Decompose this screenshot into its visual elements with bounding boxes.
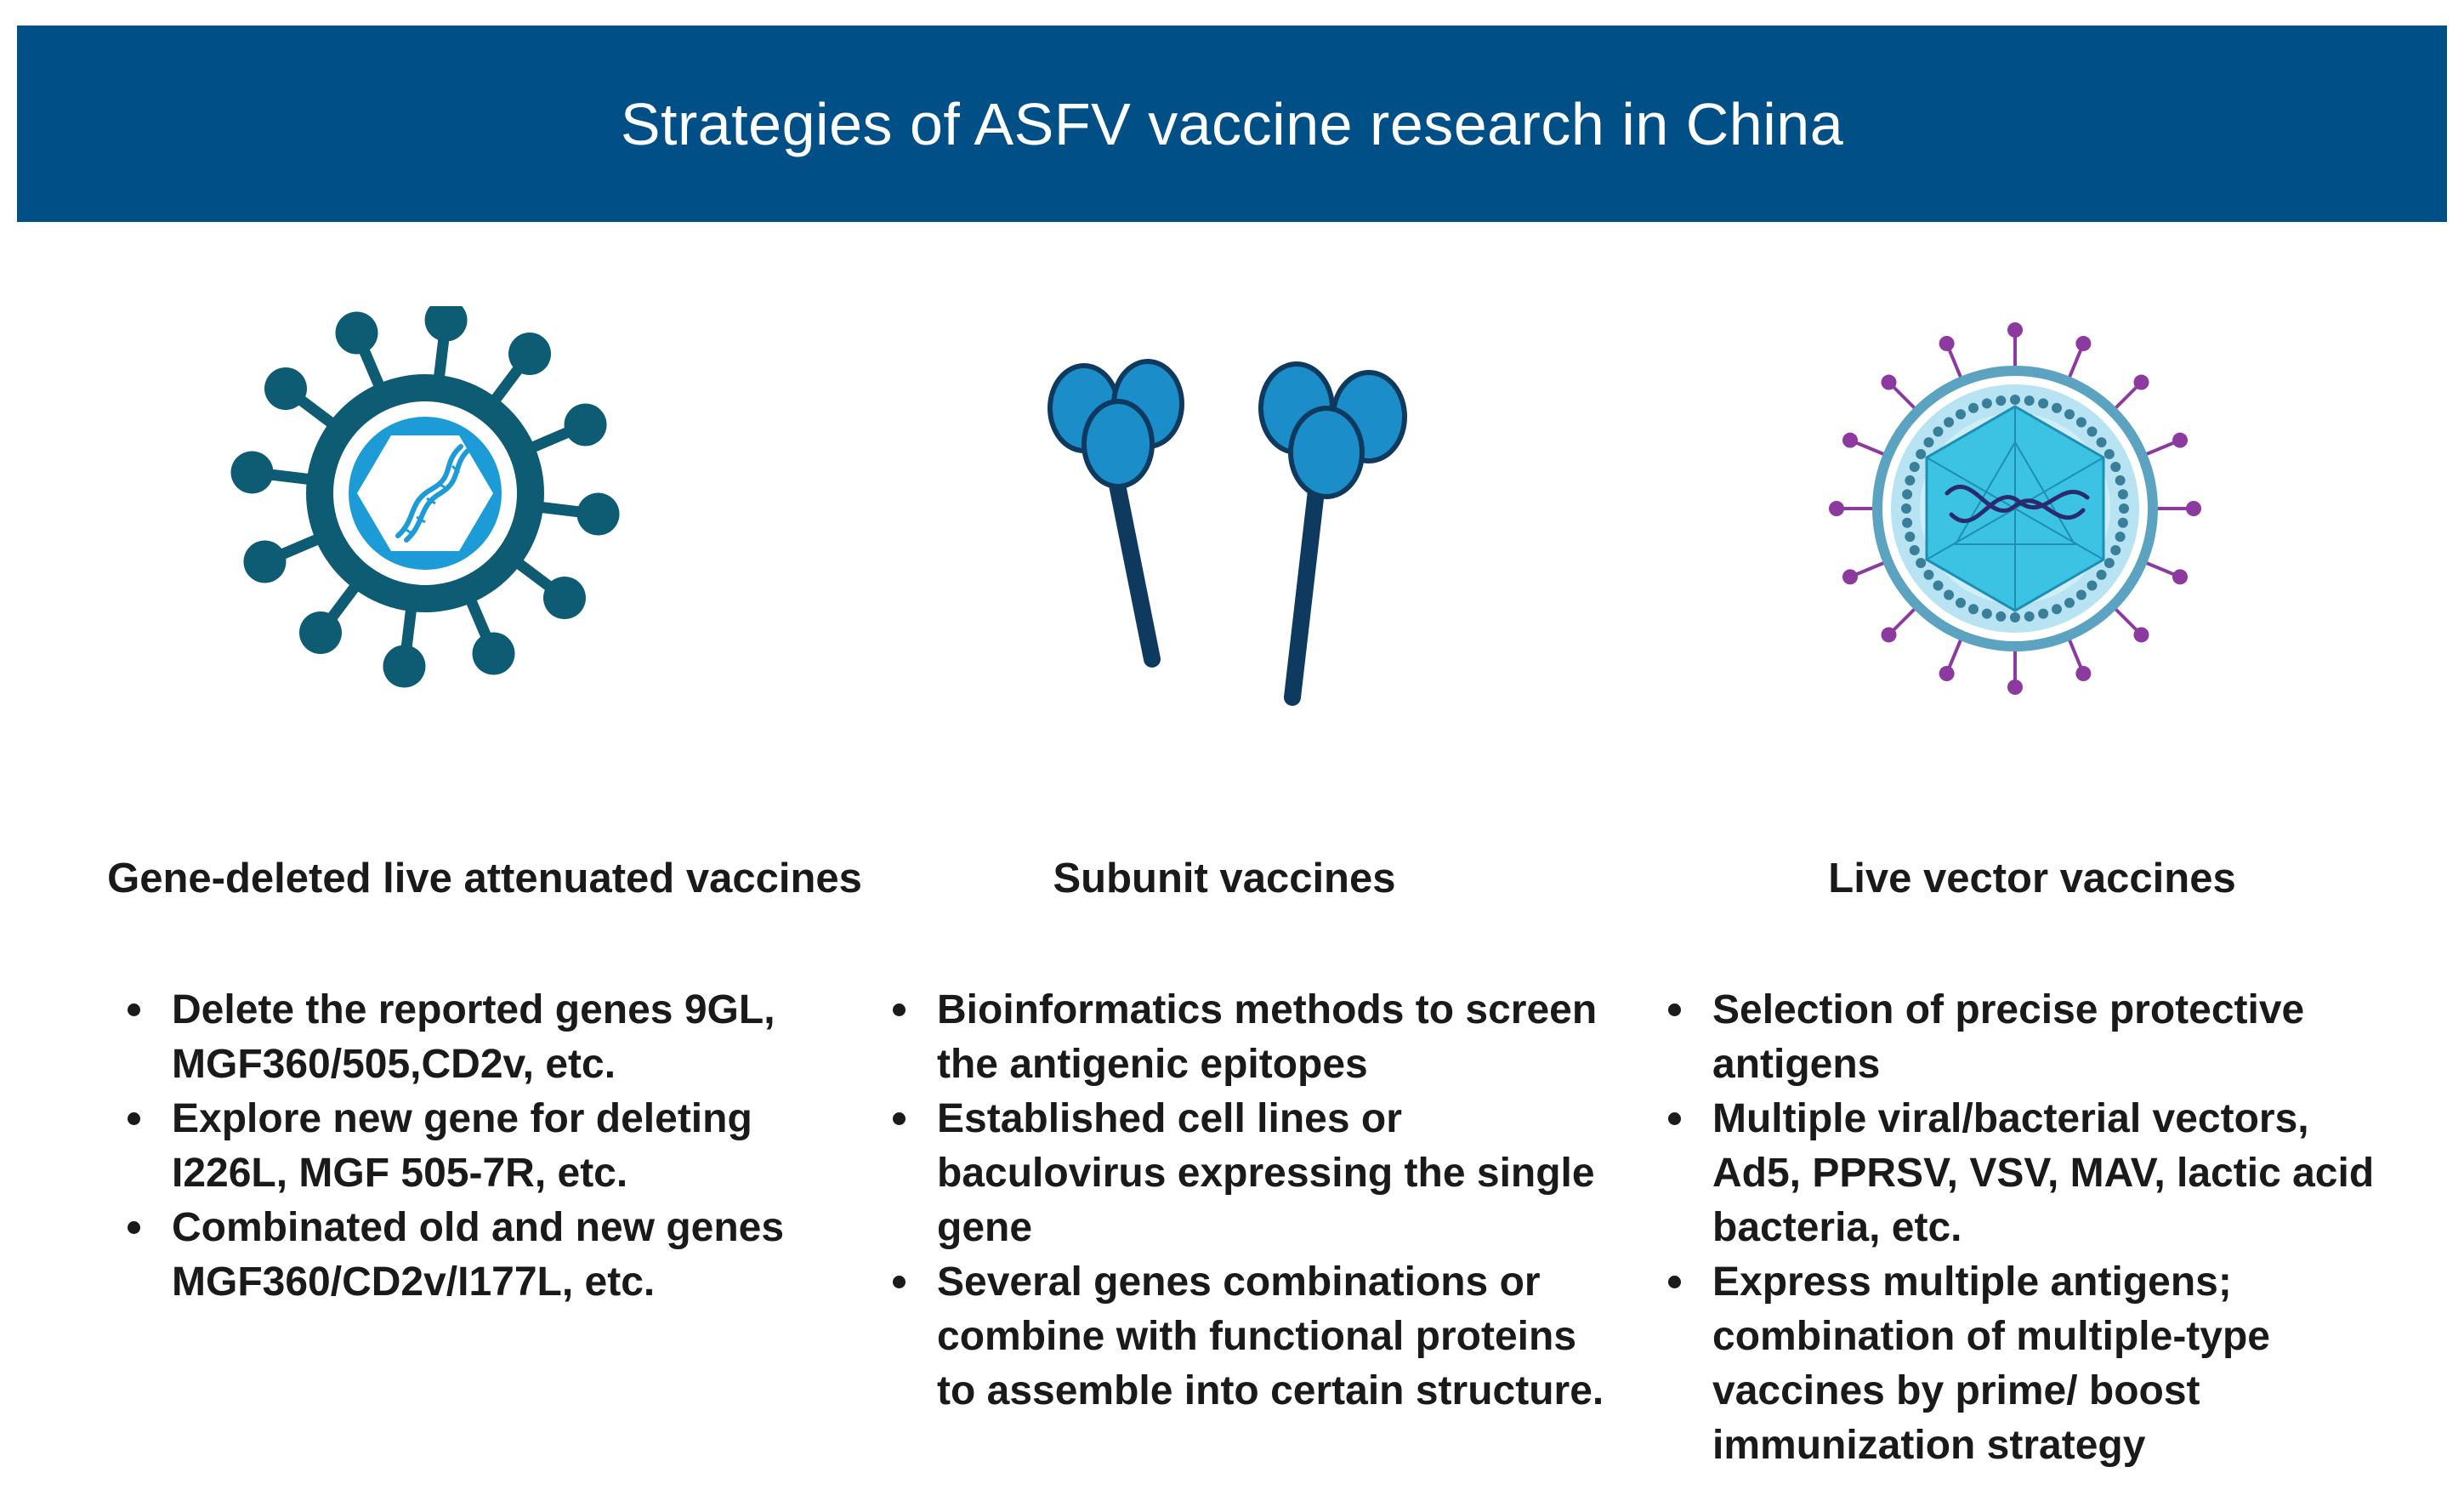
gene-deleted-virus-icon: [230, 306, 620, 688]
heading-gene-deleted: Gene-deleted live attenuated vaccines: [107, 856, 862, 901]
diagram-title: Strategies of ASFV vaccine research in C…: [620, 90, 1844, 157]
title-banner: Strategies of ASFV vaccine research in C…: [17, 26, 2447, 222]
gene-deleted-bullet-list: Delete the reported genes 9GL, MGF360/50…: [119, 983, 842, 1310]
list-item: Selection of precise protective antigens: [1660, 983, 2391, 1092]
live-vector-virus-icon: [1829, 322, 2201, 695]
heading-subunit: Subunit vaccines: [1053, 856, 1396, 901]
live-vector-bullet-list: Selection of precise protective antigens…: [1660, 983, 2391, 1473]
list-item: Explore new gene for deleting I226L, MGF…: [119, 1092, 842, 1201]
subunit-bullet-list: Bioinformatics methods to screen the ant…: [884, 983, 1607, 1419]
subunit-protein-icon: [1047, 359, 1407, 706]
list-item: Established cell lines or baculovirus ex…: [884, 1092, 1607, 1255]
list-item: Delete the reported genes 9GL, MGF360/50…: [119, 983, 842, 1092]
list-item: Multiple viral/bacterial vectors, Ad5, P…: [1660, 1092, 2391, 1255]
list-item: Several genes combinations or combine wi…: [884, 1255, 1607, 1419]
list-item: Bioinformatics methods to screen the ant…: [884, 983, 1607, 1092]
list-item: Combinated old and new genes MGF360/CD2v…: [119, 1201, 842, 1310]
heading-live-vector: Live vector vaccines: [1828, 856, 2236, 901]
list-item: Express multiple antigens; combination o…: [1660, 1255, 2391, 1473]
